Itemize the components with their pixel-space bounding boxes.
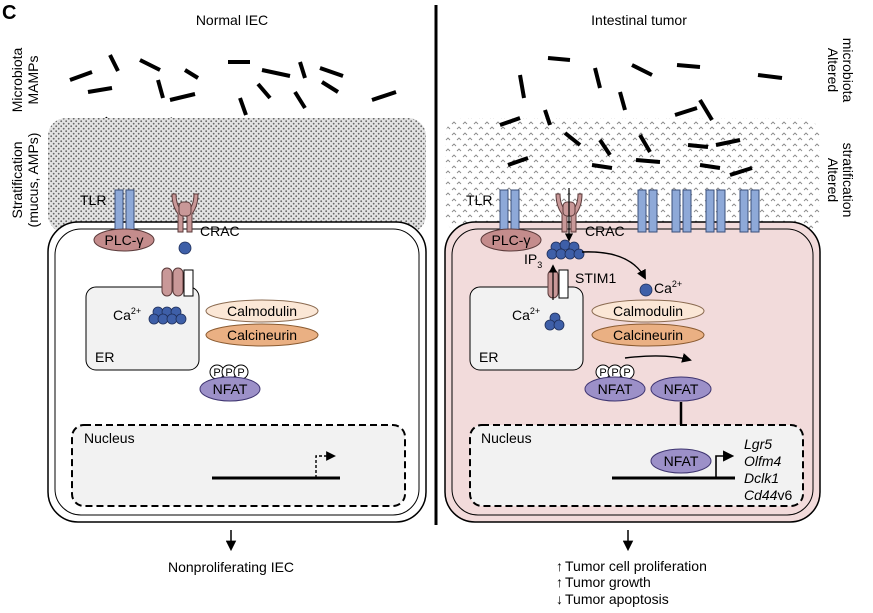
calmodulin-label: Calmodulin bbox=[227, 303, 297, 319]
tumor-crac-label: CRAC bbox=[585, 223, 625, 239]
gene-cd44v6: Cd44v6 bbox=[744, 487, 792, 503]
stim1-label: STIM1 bbox=[575, 270, 616, 286]
tumor-cell-inner-membrane bbox=[451, 228, 814, 516]
tumor-er-compartment bbox=[469, 286, 584, 371]
cytoplasmic-calcium-label: Ca2+ bbox=[654, 279, 682, 296]
plc-gamma bbox=[93, 228, 155, 252]
ip3-label: IP3 bbox=[524, 251, 542, 270]
dephosphorylation-arrow bbox=[624, 353, 692, 363]
tumor-calcineurin-label: Calcineurin bbox=[613, 327, 683, 343]
altered-label: Altered bbox=[825, 48, 841, 92]
tumor-tlr-label: TLR bbox=[466, 192, 492, 208]
calcium-influx-cluster bbox=[546, 239, 585, 260]
altered-mucus-layer bbox=[445, 118, 820, 233]
tumor-tlr-receptors bbox=[499, 189, 760, 233]
tumor-plc-gamma-label: PLC-γ bbox=[492, 232, 531, 248]
tumor-nfat-nuclear bbox=[650, 448, 712, 474]
tumor-nucleus-label: Nucleus bbox=[481, 430, 532, 446]
svg-text:P: P bbox=[611, 367, 618, 379]
nucleus-label: Nucleus bbox=[84, 430, 135, 446]
normal-cell-inner-membrane bbox=[54, 228, 420, 516]
calcium-store-label: Ca2+ bbox=[113, 306, 141, 323]
tumor-nfat-phosphorylated-label: NFAT bbox=[598, 381, 633, 397]
normal-iec-title: Normal IEC bbox=[196, 12, 268, 28]
active-transcription-arrow bbox=[715, 450, 735, 478]
calcium-ion bbox=[178, 241, 192, 255]
panel-letter: C bbox=[2, 2, 16, 24]
mucus-layer bbox=[48, 118, 426, 233]
stratification-altered-label: stratification bbox=[840, 143, 856, 218]
normal-outcome-text: Nonproliferating IEC bbox=[168, 559, 294, 575]
tumor-nucleus bbox=[469, 424, 804, 507]
calmodulin bbox=[205, 299, 319, 323]
tumor-phospho-groups: P P P bbox=[595, 364, 635, 380]
gene-lgr5: Lgr5 bbox=[744, 436, 772, 452]
svg-text:P: P bbox=[213, 367, 220, 379]
tlr-label: TLR bbox=[80, 192, 106, 208]
mucus-amps-label: (mucus, AMPs) bbox=[25, 133, 41, 228]
svg-text:P: P bbox=[225, 367, 232, 379]
tumor-nfat-active bbox=[650, 376, 712, 402]
mamps-label: MAMPs bbox=[25, 56, 41, 105]
cytoplasmic-calcium-ion bbox=[639, 283, 653, 297]
tumor-calmodulin bbox=[591, 299, 705, 323]
target-gene-list: Lgr5 Olfm4 Dclk1 Cd44v6 bbox=[744, 436, 792, 503]
outcome-apoptosis: ↓Tumor apoptosis bbox=[556, 591, 669, 607]
er-channel bbox=[161, 267, 194, 297]
tumor-er-calcium bbox=[544, 312, 565, 331]
er-compartment bbox=[85, 286, 200, 371]
calcium-release-arrow bbox=[581, 251, 646, 280]
nfat-cytoplasmic bbox=[199, 376, 261, 402]
er-calcium-cluster bbox=[148, 306, 187, 325]
er-label: ER bbox=[95, 349, 114, 365]
tumor-crac-channel bbox=[555, 193, 583, 233]
crac-channel bbox=[171, 193, 199, 233]
tumor-nfat-phosphorylated bbox=[584, 376, 646, 402]
microbiota-label: Microbiota bbox=[9, 48, 25, 113]
tumor-er-calcium-label: Ca2+ bbox=[512, 306, 540, 323]
inactive-transcription-arrow bbox=[315, 451, 336, 478]
stratification-label: Stratification bbox=[9, 141, 25, 218]
altered-strat-label: Altered bbox=[825, 158, 841, 202]
nfat-label: NFAT bbox=[213, 381, 248, 397]
altered-microbiota-rods bbox=[499, 56, 783, 177]
svg-text:P: P bbox=[599, 367, 606, 379]
tumor-nfat-active-label: NFAT bbox=[664, 381, 699, 397]
crac-label: CRAC bbox=[200, 223, 240, 239]
tumor-outcomes: ↑Tumor cell proliferation ↑Tumor growth … bbox=[556, 558, 707, 607]
normal-iec-panel: Normal IEC Microbiota MAMPs Stratificati… bbox=[9, 12, 427, 575]
tumor-plc-gamma bbox=[480, 228, 542, 252]
nucleus bbox=[71, 424, 406, 507]
svg-text:P: P bbox=[623, 367, 630, 379]
svg-text:P: P bbox=[237, 367, 244, 379]
outcome-proliferation: ↑Tumor cell proliferation bbox=[556, 558, 707, 574]
microbiota-altered-label: microbiota bbox=[840, 38, 856, 103]
gene-olfm4: Olfm4 bbox=[744, 453, 782, 469]
gene-dclk1: Dclk1 bbox=[744, 470, 779, 486]
calcineurin-label: Calcineurin bbox=[227, 327, 297, 343]
tumor-calmodulin-label: Calmodulin bbox=[613, 303, 683, 319]
phospho-groups: P P P bbox=[209, 364, 249, 380]
tumor-panel: Intestinal tumor Altered microbiota Alte… bbox=[444, 12, 856, 607]
tumor-er-label: ER bbox=[479, 349, 498, 365]
tumor-calcineurin bbox=[591, 323, 705, 347]
outcome-growth: ↑Tumor growth bbox=[556, 574, 651, 590]
tumor-er-channel bbox=[547, 269, 569, 299]
plc-gamma-label: PLC-γ bbox=[105, 232, 144, 248]
tumor-nfat-nuclear-label: NFAT bbox=[664, 453, 699, 469]
tumor-title: Intestinal tumor bbox=[591, 12, 687, 28]
calcineurin bbox=[205, 323, 319, 347]
